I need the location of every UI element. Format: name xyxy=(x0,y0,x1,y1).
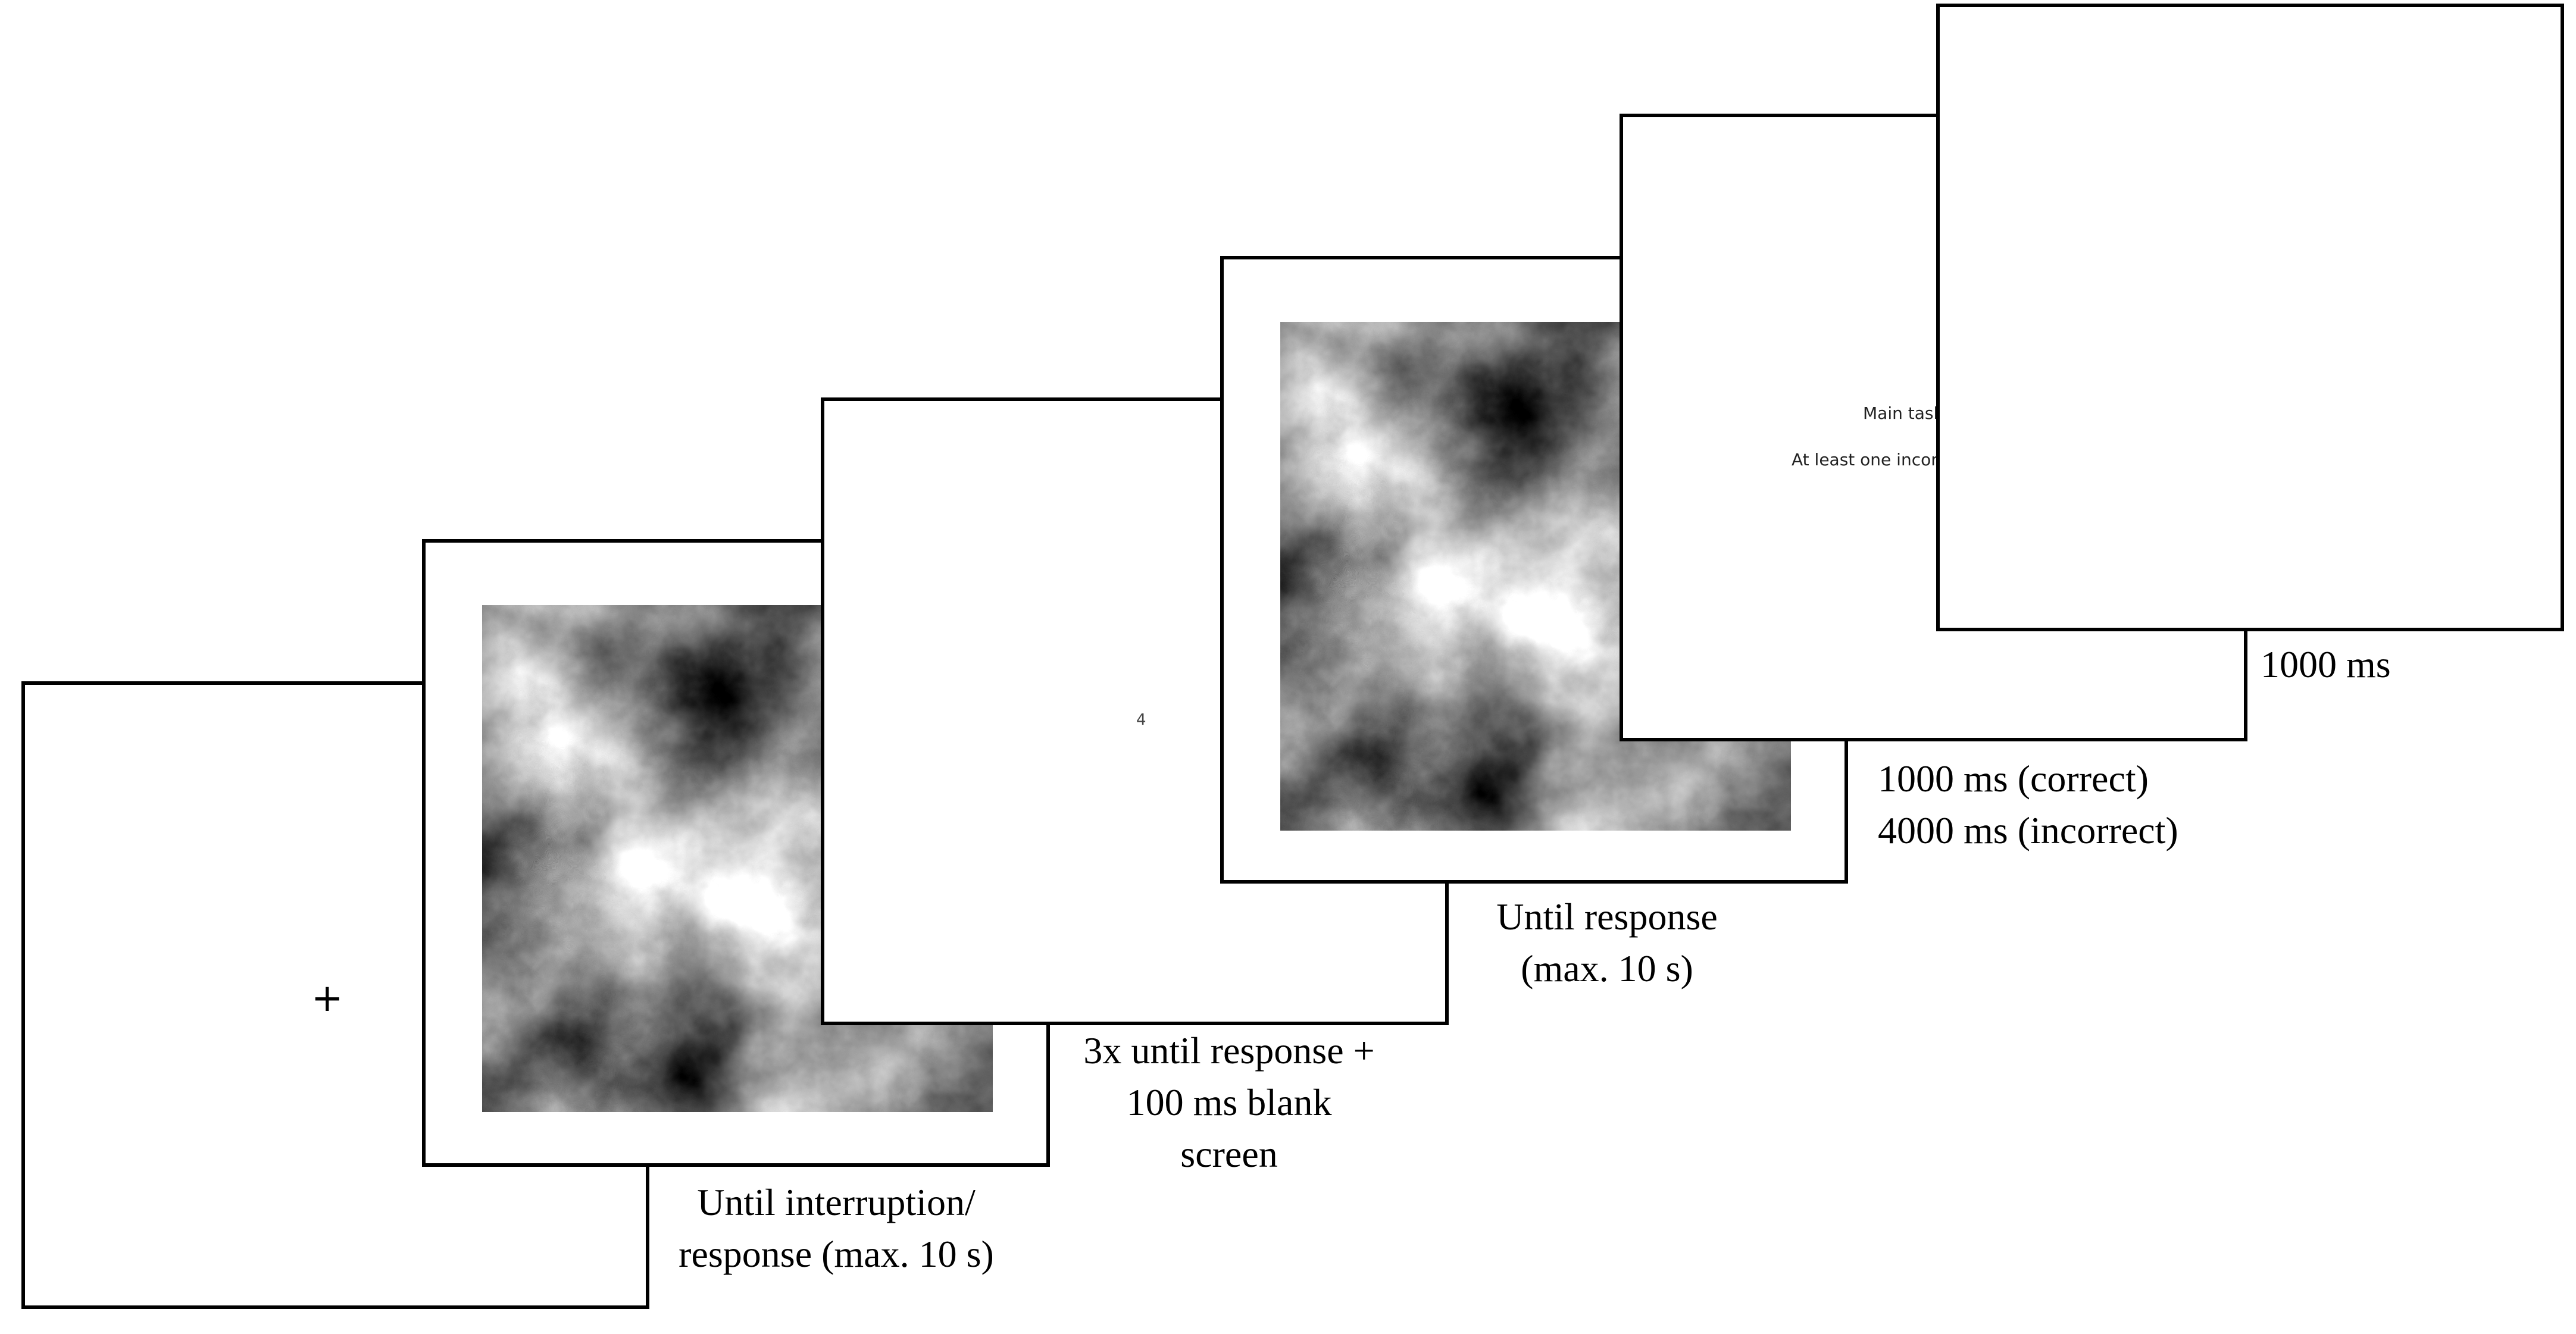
fixation-cross: + xyxy=(311,976,343,1020)
label-line: response (max. 10 s) xyxy=(679,1233,994,1275)
label-line: (max. 10 s) xyxy=(1521,947,1693,989)
label-line: 100 ms blank xyxy=(1126,1081,1332,1123)
label-line: 1000 ms xyxy=(2261,643,2391,685)
blank-duration-label: 1000 ms xyxy=(2261,638,2451,690)
label-line: 1000 ms (correct) xyxy=(1878,757,2149,800)
label-line: screen xyxy=(1180,1133,1278,1175)
feedback-duration-label: 1000 ms (correct) 4000 ms (incorrect) xyxy=(1878,753,2354,856)
blank-screen xyxy=(1936,4,2564,631)
feedback-line-2: At least one incor xyxy=(1792,450,1938,469)
label-line: Until interruption/ xyxy=(697,1181,976,1223)
digit-task-duration-label: 3x until response + 100 ms blank screen xyxy=(1036,1025,1423,1180)
feedback-line-1: Main task xyxy=(1863,403,1943,423)
noise-image-2-duration-label: Until response (max. 10 s) xyxy=(1440,891,1774,994)
label-line: 4000 ms (incorrect) xyxy=(1878,809,2178,851)
noise-image-1-duration-label: Until interruption/ response (max. 10 s) xyxy=(652,1176,1021,1280)
digit-stimulus: 4 xyxy=(1136,711,1146,729)
label-line: Until response xyxy=(1496,895,1718,938)
label-line: 3x until response + xyxy=(1083,1029,1375,1072)
